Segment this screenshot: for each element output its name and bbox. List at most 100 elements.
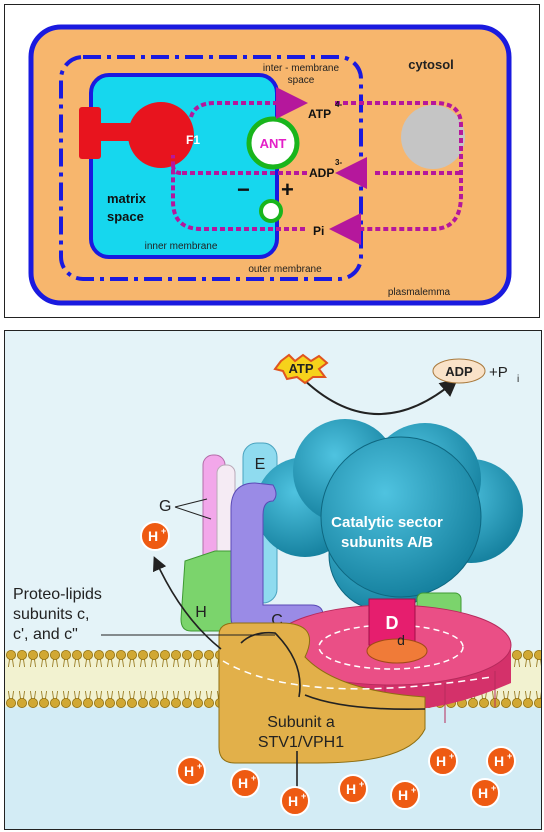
lipid-head (534, 698, 541, 708)
lipid-head (27, 697, 38, 708)
proton-label: H (148, 528, 158, 544)
lipid-head (137, 697, 148, 708)
lipid-tail (140, 658, 146, 668)
subunit-e-label: E (255, 456, 266, 473)
proton-label: H (346, 781, 356, 797)
g-leader-2 (174, 506, 212, 520)
lipid-head (27, 649, 38, 660)
mitochondrion-diagram: F1 ANT cytosol inter - membrane space AT… (28, 24, 512, 306)
lipid-tail (162, 690, 168, 700)
proton-ion: H+ (338, 774, 368, 804)
lipid-tail (63, 658, 69, 668)
subunit-a-label-1: Subunit a (267, 714, 335, 731)
lipid-tail (195, 690, 201, 700)
proton-ion: H+ (140, 521, 170, 551)
lipid-head (159, 697, 170, 708)
lipid-tail (536, 690, 541, 700)
lipid-head (6, 697, 16, 708)
lipid-tail (162, 658, 168, 668)
atp-burst: ATP (273, 353, 329, 385)
ant-transporter (246, 116, 300, 170)
g-leader-1 (174, 498, 208, 508)
lipid-tail (41, 690, 47, 700)
lipid-head (83, 649, 94, 660)
f1-label: F1 (186, 133, 200, 147)
proton-label: H (436, 753, 446, 769)
lipid-tail (184, 690, 190, 700)
lipid-head (203, 697, 214, 708)
lipid-tail (30, 658, 36, 668)
lipid-tail (118, 658, 124, 668)
lipid-tail (151, 658, 157, 668)
subunit-a-channel (240, 631, 301, 698)
atp-charge: 4- (335, 100, 342, 109)
lipid-tail (74, 690, 80, 700)
lipid-head (72, 697, 83, 708)
lipid-tail (52, 690, 58, 700)
plasmalemma-label: plasmalemma (388, 287, 451, 298)
lipid-head (6, 649, 16, 660)
transport-paths (171, 87, 463, 245)
inter-membrane-label-1: inter - membrane (263, 63, 340, 74)
ant-label: ANT (260, 136, 287, 151)
proton-label: H (238, 775, 248, 791)
proton-ion: H+ (390, 780, 420, 810)
lipid-tail (514, 690, 520, 700)
inter-membrane-label-2: space (288, 75, 315, 86)
lipid-tail (96, 658, 102, 668)
adp-text: ADP (445, 364, 473, 379)
lipid-tail (96, 690, 102, 700)
lipid-head (181, 697, 192, 708)
adp-charge: 3- (335, 158, 342, 167)
lipid-head (148, 697, 159, 708)
lipid-tail (536, 658, 541, 668)
lipid-tail (151, 690, 157, 700)
lipid-tail (74, 658, 80, 668)
lipid-tail (503, 690, 509, 700)
mitochondrion-panel: F1 ANT cytosol inter - membrane space AT… (4, 4, 540, 318)
lipid-head (127, 649, 138, 660)
lipid-tail (206, 690, 212, 700)
subunit-h-label: H (195, 604, 207, 621)
f1-head (128, 102, 194, 168)
lipid-tail (41, 658, 47, 668)
lipid-tail (85, 690, 91, 700)
lipid-tail (173, 658, 179, 668)
lipid-tail (85, 658, 91, 668)
lipid-head (50, 697, 61, 708)
lipid-head (116, 649, 127, 660)
lipid-head (116, 697, 127, 708)
subunit-g-label: G (159, 498, 171, 515)
subunit-a-proton-path (304, 694, 426, 711)
lipid-head (534, 650, 541, 660)
lipid-head (523, 697, 534, 708)
lipid-head (170, 697, 181, 708)
phosphate-carrier (259, 199, 283, 223)
lipid-tail (107, 658, 113, 668)
hydrolysis-arrow (300, 376, 459, 415)
lipid-head (137, 649, 148, 660)
catalytic-sector (255, 419, 523, 612)
lipid-head (511, 697, 522, 708)
lipid-tail (8, 690, 14, 700)
proteo-lipids-label-1: Proteo-lipids (13, 586, 102, 603)
lipid-head (523, 649, 534, 660)
lipid-tail (492, 690, 498, 700)
lipid-tail (206, 658, 212, 668)
lipid-head (50, 649, 61, 660)
lipid-head (39, 649, 50, 660)
subunit-a (218, 622, 426, 764)
proton-charge: + (411, 785, 416, 795)
proton-charge: + (251, 773, 256, 783)
lipid-head (467, 697, 478, 708)
proton-ion: H+ (470, 778, 500, 808)
lipid-tail (19, 690, 25, 700)
lipid-head (478, 697, 489, 708)
adp-badge: ADP (432, 358, 486, 384)
inner-membrane-label: inner membrane (145, 241, 218, 252)
proton-ion: H+ (428, 746, 458, 776)
proton-charge: + (449, 751, 454, 761)
adp-label: ADP (309, 166, 334, 180)
lipid-head (72, 649, 83, 660)
lipid-head (94, 649, 105, 660)
